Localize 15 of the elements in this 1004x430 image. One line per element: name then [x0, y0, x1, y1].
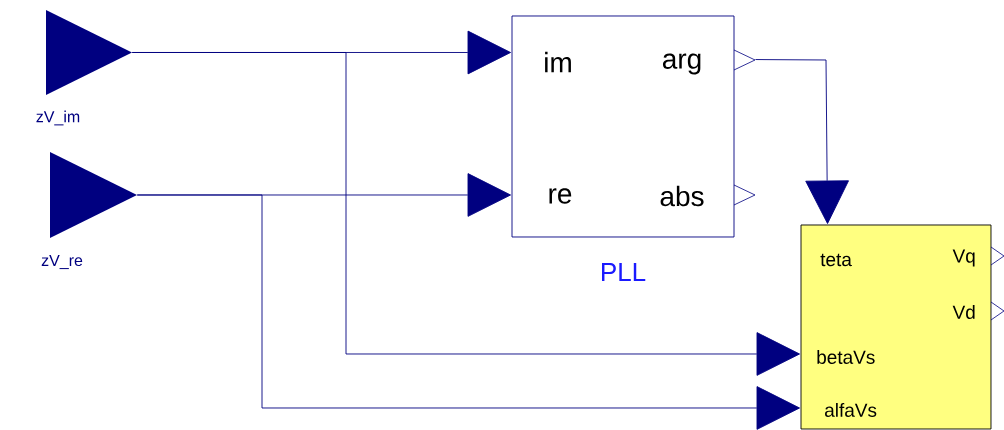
- port-label: zV_re: [41, 254, 83, 270]
- port-label: Vq: [952, 249, 975, 267]
- port-label: abs: [660, 185, 704, 207]
- port-label: zV_im: [36, 110, 80, 126]
- port-label: alfaVs: [825, 403, 877, 417]
- port-label: betaVs: [817, 350, 875, 364]
- connector-arrow: [131, 52, 800, 376]
- port-label: teta: [820, 253, 852, 267]
- port-label: Vd: [952, 305, 975, 319]
- connector-arrow: [136, 194, 800, 430]
- port-label: re: [549, 188, 572, 204]
- port-label: arg: [662, 53, 701, 75]
- port-label: im: [545, 51, 571, 73]
- connector-arrow: [755, 59, 849, 224]
- block-label: PLL: [602, 263, 646, 281]
